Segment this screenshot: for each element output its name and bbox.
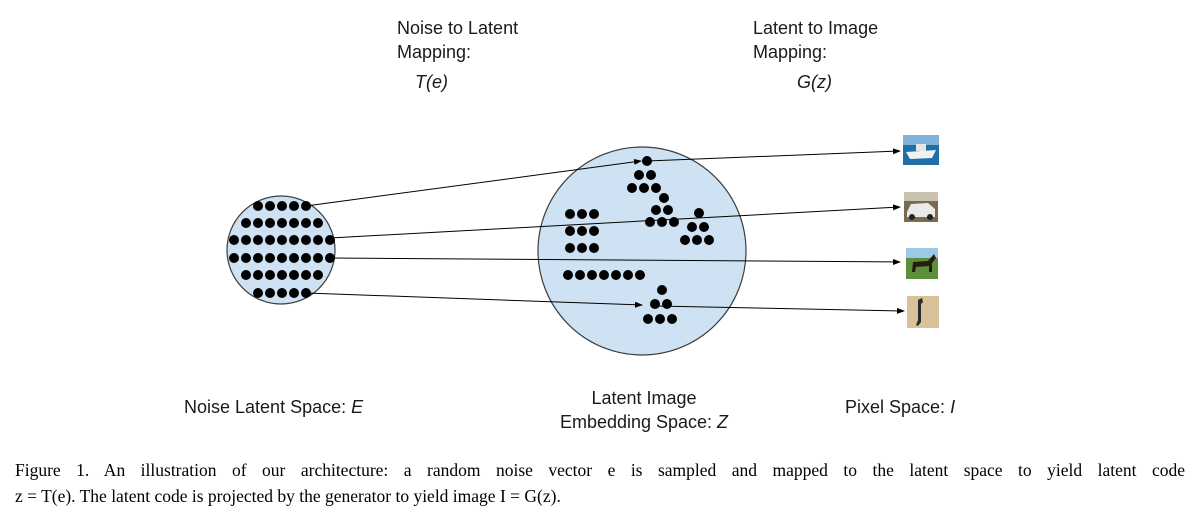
latent-space-symbol: Z: [717, 412, 729, 432]
ostrich-thumbnail: [907, 296, 939, 328]
horse-thumbnail: [906, 248, 938, 279]
arrow-noise-to-car: [329, 204, 901, 239]
latent-to-image-function: G(z): [797, 72, 832, 92]
arrow-latent-to-ostrich: [654, 305, 905, 314]
noise-latent-circle: [226, 195, 336, 305]
figure-caption: Figure 1. An illustration of our archite…: [15, 457, 1185, 509]
mapping-arrows: [305, 148, 905, 314]
pixel-space-label: Pixel Space: I: [845, 395, 955, 419]
latent-embedding-space-label: Latent Image Embedding Space: Z: [544, 386, 744, 434]
noise-to-latent-function: T(e): [415, 72, 448, 92]
arrow-latent-to-boat: [646, 148, 901, 162]
latent-to-image-heading-line1: Latent to Image: [753, 18, 879, 38]
latent-space-text: Embedding Space:: [559, 412, 718, 432]
noise-to-latent-heading-line1: Noise to Latent: [397, 18, 519, 38]
latent-dot-clusters: [563, 156, 714, 324]
noise-space-text: Noise Latent Space:: [184, 397, 352, 417]
noise-to-latent-heading-line2: Mapping:: [397, 42, 472, 62]
noise-space-symbol: E: [351, 397, 364, 417]
latent-to-image-heading-line2: Mapping:: [753, 42, 828, 62]
noise-dot-grid: [229, 201, 335, 298]
caption-line-1: Figure 1. An illustration of our archite…: [15, 460, 1185, 480]
pixel-space-text: Pixel Space:: [845, 397, 951, 417]
pixel-space-symbol: I: [950, 397, 956, 417]
boat-thumbnail: [903, 135, 939, 165]
noise-latent-space-label: Noise Latent Space: E: [184, 395, 363, 419]
arrow-noise-to-latent-1: [305, 158, 642, 207]
latent-space-line2: Embedding Space: Z: [544, 410, 744, 434]
latent-space-line1: Latent Image: [591, 388, 697, 408]
arrow-noise-to-latent-4: [305, 292, 643, 308]
arrow-noise-to-horse: [329, 257, 901, 265]
car-thumbnail: [904, 192, 938, 222]
caption-line-2: z = T(e). The latent code is projected b…: [15, 486, 561, 506]
